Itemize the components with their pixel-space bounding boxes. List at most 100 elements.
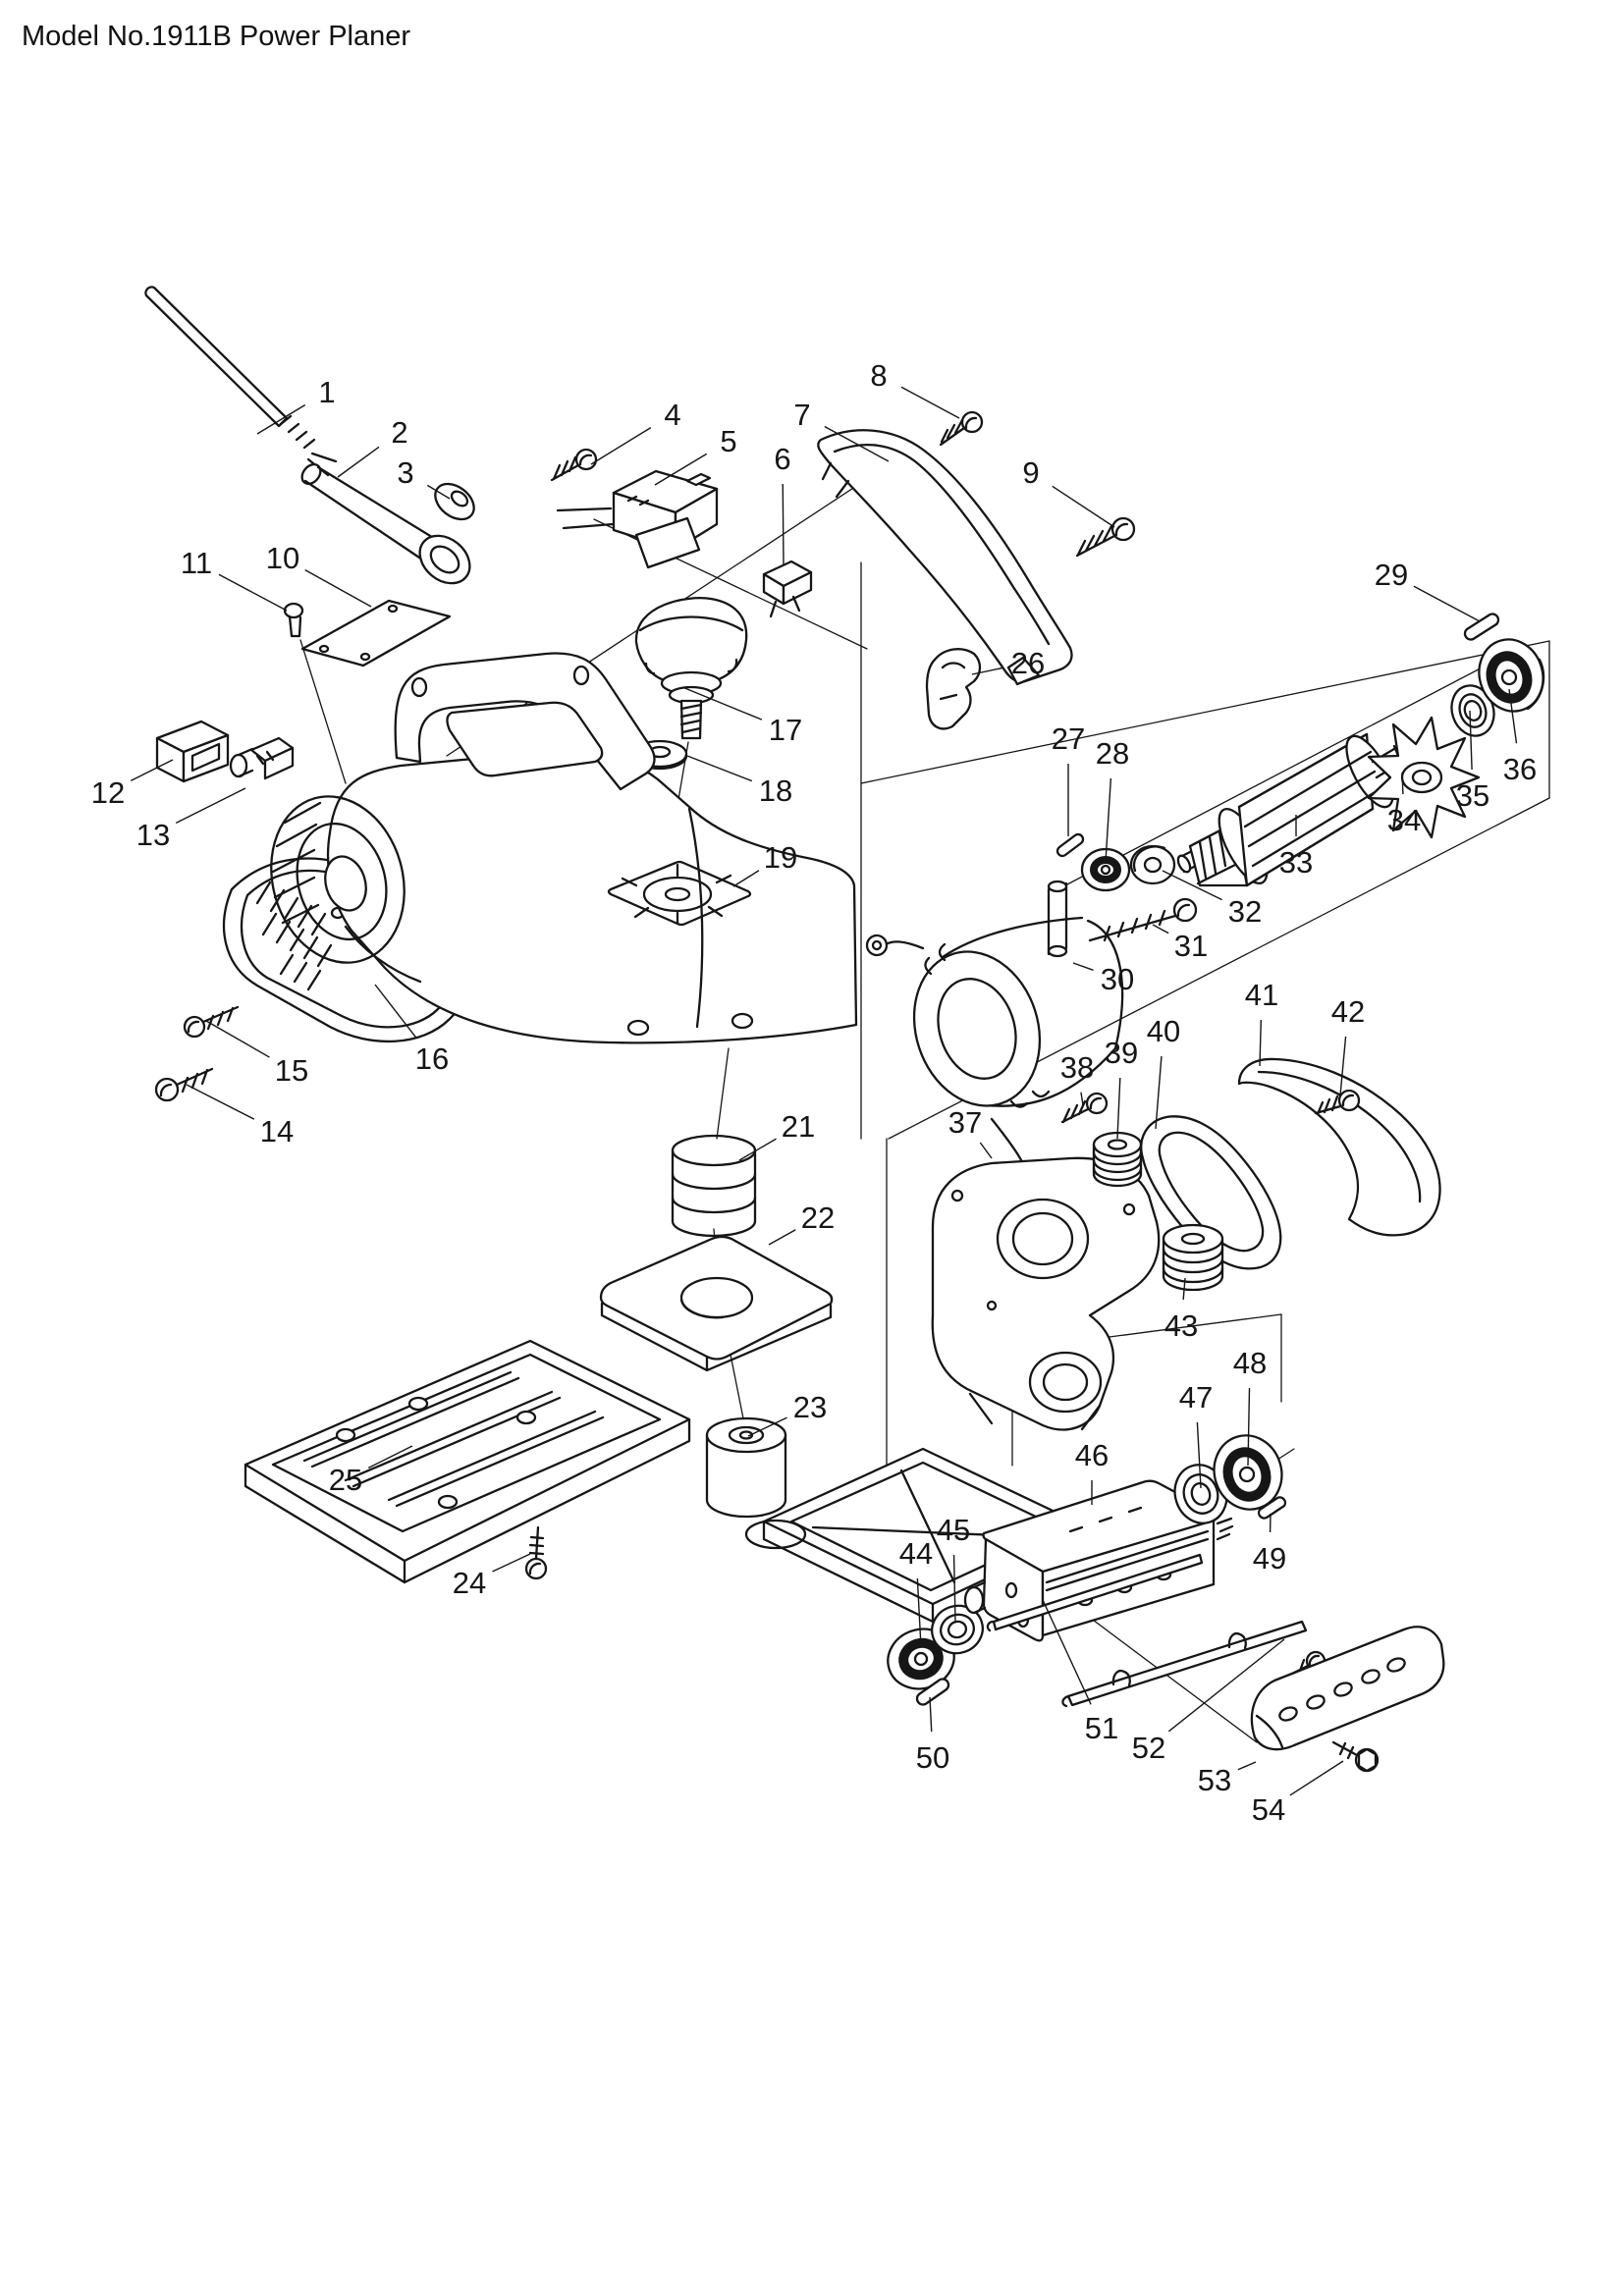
part-leader-14	[186, 1084, 255, 1120]
part-label-24: 24	[453, 1566, 486, 1600]
part-leader-37	[979, 1142, 993, 1159]
part-leader-50	[929, 1696, 933, 1733]
part-label-33: 33	[1279, 845, 1313, 880]
part-49-pin	[1257, 1496, 1287, 1520]
part-leader-44	[916, 1577, 922, 1648]
part-label-9: 9	[1022, 455, 1039, 490]
part-label-11: 11	[181, 546, 212, 580]
part-label-25: 25	[329, 1463, 362, 1497]
part-25-rear-base	[244, 1339, 691, 1584]
part-17-knob	[634, 597, 748, 740]
part-label-5: 5	[720, 424, 736, 458]
part-label-31: 31	[1174, 929, 1208, 963]
part-22-set-plate	[599, 1235, 834, 1372]
part-label-1: 1	[318, 375, 335, 409]
part-leader-10	[304, 569, 372, 608]
part-43-pulley	[1162, 1223, 1224, 1292]
part-label-2: 2	[391, 415, 407, 450]
part-15-screw	[183, 1005, 240, 1039]
part-leader-36	[1508, 688, 1518, 744]
part-label-41: 41	[1245, 978, 1278, 1012]
part-label-22: 22	[801, 1201, 835, 1235]
part-32-washer	[1129, 844, 1176, 885]
page-title: Model No.1911B Power Planer	[22, 21, 410, 52]
part-label-18: 18	[759, 774, 792, 808]
part-1-cord	[144, 286, 338, 477]
part-5-switch	[556, 469, 719, 569]
part-label-36: 36	[1503, 752, 1537, 786]
part-label-8: 8	[870, 358, 887, 393]
part-label-42: 42	[1331, 994, 1365, 1029]
part-leader-29	[1413, 585, 1481, 622]
part-38-screw	[1060, 1092, 1109, 1124]
part-label-47: 47	[1179, 1380, 1213, 1415]
part-34-fan	[1367, 716, 1481, 839]
part-leader-17	[681, 686, 763, 721]
part-leader-19	[732, 870, 760, 887]
part-label-53: 53	[1198, 1763, 1231, 1797]
part-label-13: 13	[136, 818, 170, 852]
part-leader-2	[337, 446, 380, 478]
part-leader-5	[654, 453, 708, 486]
part-3-washer	[434, 482, 475, 521]
part-leader-54	[1289, 1760, 1344, 1796]
part-leader-43	[1182, 1277, 1186, 1301]
part-54-bolt	[1331, 1740, 1380, 1773]
part-53-drum-cover	[1250, 1626, 1445, 1751]
part-6-capacitor	[762, 560, 813, 618]
part-51-blade	[986, 1553, 1204, 1632]
part-leader-13	[175, 787, 246, 824]
part-leader-4	[590, 427, 652, 465]
part-leader-1	[256, 403, 306, 435]
part-leader-9	[1052, 485, 1115, 528]
part-26-lever	[925, 648, 982, 730]
part-27-pin	[1056, 832, 1085, 858]
part-label-3: 3	[397, 455, 413, 490]
part-leader-3	[426, 484, 451, 500]
part-label-45: 45	[937, 1513, 970, 1547]
part-21-spring	[671, 1134, 757, 1238]
part-8-screw	[939, 410, 984, 447]
part-39-pulley	[1092, 1131, 1143, 1188]
part-label-26: 26	[1011, 646, 1045, 680]
part-label-19: 19	[764, 840, 797, 875]
part-label-10: 10	[266, 541, 299, 575]
part-label-38: 38	[1060, 1050, 1094, 1085]
part-label-44: 44	[899, 1536, 933, 1571]
part-leader-30	[1072, 962, 1094, 971]
part-label-32: 32	[1228, 894, 1262, 929]
part-36-bearing	[1478, 638, 1545, 713]
part-47-washer	[1173, 1464, 1228, 1524]
part-label-27: 27	[1052, 721, 1085, 756]
part-leader-24	[492, 1553, 531, 1573]
part-label-4: 4	[664, 398, 680, 432]
part-leader-12	[130, 759, 174, 781]
part-leader-53	[1237, 1761, 1257, 1771]
part-label-48: 48	[1233, 1346, 1267, 1380]
part-leader-26	[971, 667, 1003, 675]
part-leader-39	[1116, 1077, 1121, 1140]
part-leader-42	[1339, 1036, 1347, 1096]
part-label-12: 12	[91, 775, 125, 810]
part-leader-41	[1259, 1019, 1262, 1067]
part-label-6: 6	[774, 442, 790, 476]
part-leader-28	[1105, 777, 1112, 863]
part-leader-40	[1155, 1055, 1163, 1130]
part-leader-51	[1042, 1599, 1092, 1705]
part-30-field	[865, 880, 1124, 1185]
part-19-main-housing	[270, 652, 858, 1044]
part-41-belt-cover	[1237, 1057, 1441, 1237]
part-7-handle-cover	[817, 429, 1073, 686]
part-35-washer	[1450, 684, 1495, 737]
part-leader-34	[1401, 772, 1404, 795]
part-leader-35	[1469, 710, 1473, 771]
part-29-pin	[1463, 613, 1500, 641]
part-48-bearing	[1213, 1434, 1283, 1511]
part-label-29: 29	[1375, 558, 1408, 592]
part-14-screw	[154, 1067, 214, 1102]
part-label-46: 46	[1075, 1438, 1109, 1472]
part-label-54: 54	[1252, 1792, 1285, 1827]
part-2-cord-guard	[300, 462, 471, 585]
